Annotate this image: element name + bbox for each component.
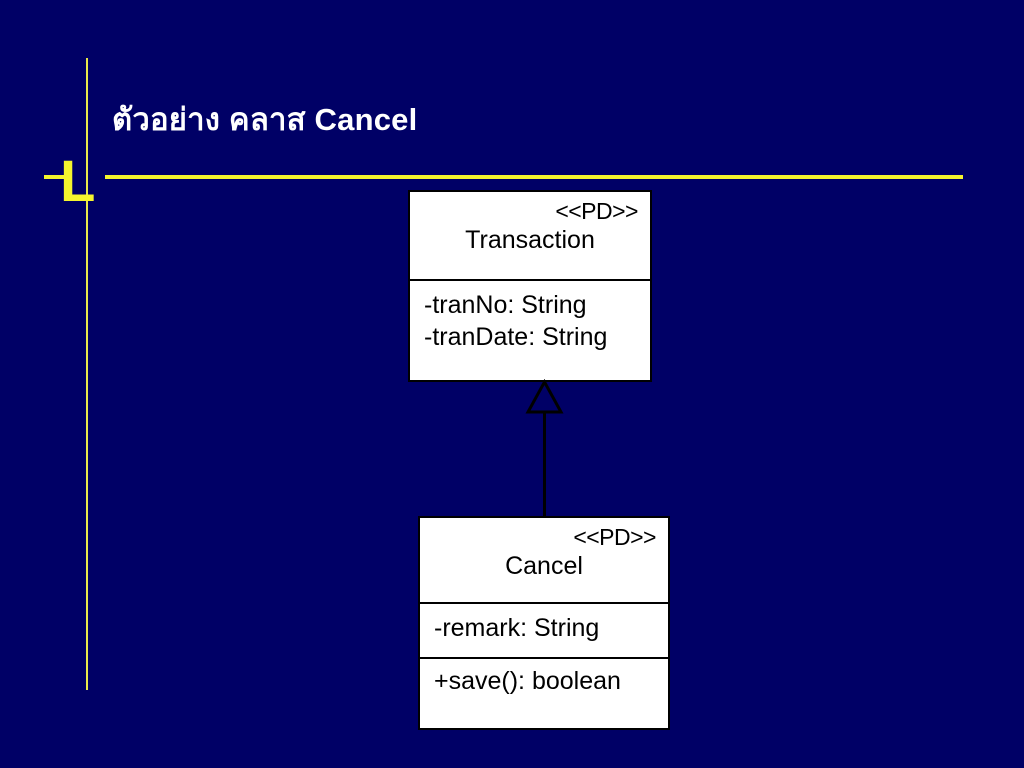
class-header-cancel: <<PD>> Cancel (420, 518, 668, 602)
title-rule-stub (44, 175, 71, 179)
class-attributes-transaction: -tranNo: String -tranDate: String (410, 279, 650, 353)
class-operations-cancel: +save(): boolean (420, 657, 668, 697)
left-accent-line (86, 58, 88, 690)
class-attribute: -tranNo: String (424, 291, 587, 319)
class-name: Transaction (465, 226, 595, 254)
uml-class-cancel[interactable]: <<PD>> Cancel -remark: String +save(): b… (418, 516, 670, 730)
class-stereotype: <<PD>> (555, 198, 638, 224)
class-attributes-cancel: -remark: String (420, 602, 668, 657)
class-attribute: -tranDate: String (424, 323, 608, 351)
class-name: Cancel (505, 552, 583, 580)
class-stereotype: <<PD>> (573, 524, 656, 550)
class-header-transaction: <<PD>> Transaction (410, 192, 650, 279)
class-operation: +save(): boolean (434, 667, 621, 695)
bullet-l-glyph: L (60, 149, 96, 214)
class-attribute: -remark: String (434, 614, 600, 642)
uml-class-transaction[interactable]: <<PD>> Transaction -tranNo: String -tran… (408, 190, 652, 382)
hollow-triangle-icon (525, 378, 564, 414)
title-underline-rule (105, 175, 963, 179)
slide-title: ตัวอย่าง คลาส Cancel (112, 102, 418, 137)
generalization-arrow (525, 378, 564, 520)
